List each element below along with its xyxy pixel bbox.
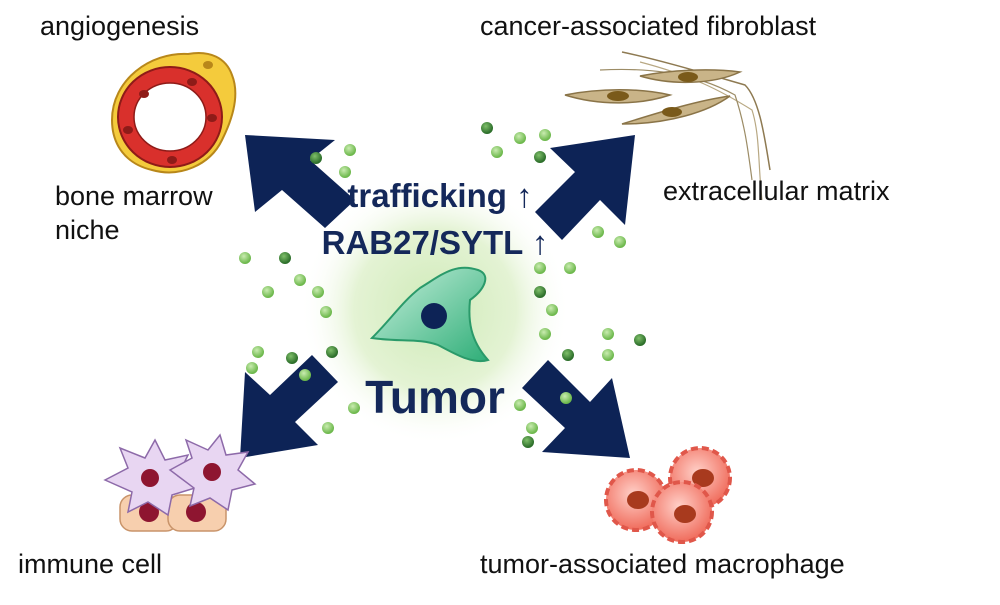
vesicle: [526, 422, 538, 434]
label-immune-cell: immune cell: [18, 549, 163, 579]
vesicle: [562, 349, 574, 361]
vesicle: [560, 392, 572, 404]
label-bone-marrow-niche: bone marrow niche: [55, 180, 213, 248]
vesicle: [286, 352, 298, 364]
arrow-top-right: [535, 135, 635, 240]
label-angiogenesis: angiogenesis: [40, 11, 200, 41]
vesicle: [326, 346, 338, 358]
vesicle: [348, 402, 360, 414]
label-niche: niche: [55, 214, 120, 245]
label-bone-marrow: bone marrow: [55, 181, 213, 211]
vesicle: [514, 132, 526, 144]
arrow-bottom-right: [522, 360, 630, 458]
label-extracellular-matrix: extracellular matrix: [663, 176, 890, 206]
vesicle: [522, 436, 534, 448]
vesicle: [592, 226, 604, 238]
vesicle: [294, 274, 306, 286]
label-tumor-associated-macrophage: tumor-associated macrophage: [480, 549, 845, 579]
vesicle: [310, 152, 322, 164]
vesicle: [564, 262, 576, 274]
arrows: [240, 135, 635, 458]
blood-vessel-icon: [110, 52, 237, 174]
immune-cell-icon: [103, 433, 257, 532]
label-cancer-associated-fibroblast: cancer-associated fibroblast: [480, 11, 817, 41]
vesicle: [546, 304, 558, 316]
vesicle: [279, 252, 291, 264]
vesicle: [534, 262, 546, 274]
arrow-bottom-left: [240, 355, 338, 458]
vesicle: [246, 362, 258, 374]
vesicle: [312, 286, 324, 298]
vesicle: [514, 399, 526, 411]
tumor-cell: [369, 266, 490, 363]
vesicle: [491, 146, 503, 158]
vesicle: [322, 422, 334, 434]
vesicle: [339, 166, 351, 178]
tumor-label: Tumor: [365, 371, 505, 423]
tumor-nucleus: [421, 303, 447, 329]
fibroblast-icon: [564, 51, 771, 201]
vesicle: [634, 334, 646, 346]
vesicle: [602, 328, 614, 340]
macrophage-icon: [604, 446, 732, 544]
vesicle: [539, 328, 551, 340]
vesicle: [320, 306, 332, 318]
vesicle: [344, 144, 356, 156]
vesicle: [539, 129, 551, 141]
rab27-sytl-label: RAB27/SYTL ↑: [321, 224, 549, 261]
vesicle: [602, 349, 614, 361]
vesicle: [534, 286, 546, 298]
vesicle: [614, 236, 626, 248]
trafficking-label: trafficking ↑: [347, 177, 533, 214]
vesicle: [252, 346, 264, 358]
vesicle: [299, 369, 311, 381]
vesicle: [481, 122, 493, 134]
vesicle: [262, 286, 274, 298]
vesicle: [534, 151, 546, 163]
vesicles: [239, 122, 646, 448]
vesicle: [239, 252, 251, 264]
arrow-top-left: [245, 135, 355, 228]
